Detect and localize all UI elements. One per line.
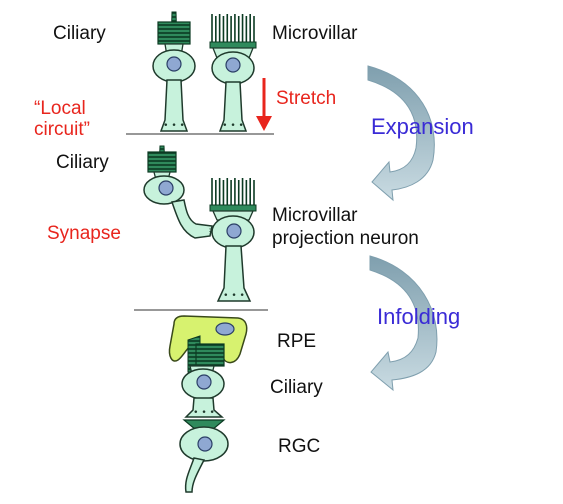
synaptic-dots: • • •	[222, 121, 244, 131]
axon	[216, 245, 252, 302]
label-rgc: RGC	[278, 436, 321, 457]
microvilli	[209, 14, 257, 49]
ciliary-photoreceptor-mid: ⋮	[143, 145, 214, 239]
axon-to-synapse	[171, 199, 213, 239]
microvilli-base	[209, 204, 257, 212]
panel-1-photoreceptors: • • • • • •	[126, 11, 274, 135]
microvilli-base	[209, 41, 257, 49]
synaptic-dots: • • •	[223, 291, 245, 301]
nucleus	[226, 223, 242, 239]
axon	[218, 81, 248, 132]
label-ciliary-top: Ciliary	[53, 23, 106, 44]
ciliary-photoreceptor-top: • • •	[152, 11, 196, 132]
label-local-circuit-line1: “Local	[34, 98, 86, 119]
nucleus	[166, 56, 182, 72]
nucleus	[196, 374, 212, 390]
microvillar-projection-neuron: • • •	[209, 178, 257, 302]
nucleus	[197, 436, 213, 452]
synapse-dots: ⋮	[206, 227, 214, 236]
infolding-arrow-icon	[369, 255, 438, 392]
ciliary-disc-stack	[147, 151, 177, 173]
microvillar-photoreceptor-top: • • •	[209, 14, 257, 132]
axon	[184, 457, 206, 493]
ciliary-photoreceptor-bottom: • • •	[181, 335, 225, 418]
axon	[184, 397, 224, 418]
label-microvillar-projection-line1: Microvillar	[272, 205, 358, 226]
expansion-arrow-icon	[367, 65, 435, 202]
panel-2-projection: ⋮ • • •	[134, 145, 268, 311]
microvilli	[209, 178, 257, 212]
stretch-arrow	[256, 78, 272, 131]
rpe-cell	[168, 315, 248, 364]
label-rpe: RPE	[277, 331, 317, 352]
rgc-cell	[179, 419, 229, 493]
label-local-circuit-line2: circuit”	[34, 119, 90, 140]
label-expansion: Expansion	[371, 114, 474, 139]
synaptic-dots: • • •	[193, 408, 215, 418]
label-ciliary-bottom: Ciliary	[270, 377, 323, 398]
ciliary-disc-stack	[195, 343, 225, 367]
label-ciliary-mid: Ciliary	[56, 152, 109, 173]
label-stretch: Stretch	[276, 88, 337, 109]
ciliary-disc-stack	[157, 21, 191, 45]
panel-3-vertebrate-retina: • • •	[168, 315, 248, 493]
label-microvillar-top: Microvillar	[272, 23, 358, 44]
axon	[159, 79, 189, 132]
nucleus	[215, 322, 235, 336]
nucleus	[225, 57, 241, 73]
label-infolding: Infolding	[377, 304, 461, 329]
label-microvillar-projection-line2: projection neuron	[272, 228, 419, 249]
synaptic-dots: • • •	[163, 121, 185, 131]
nucleus	[158, 180, 174, 196]
label-synapse: Synapse	[47, 223, 121, 244]
